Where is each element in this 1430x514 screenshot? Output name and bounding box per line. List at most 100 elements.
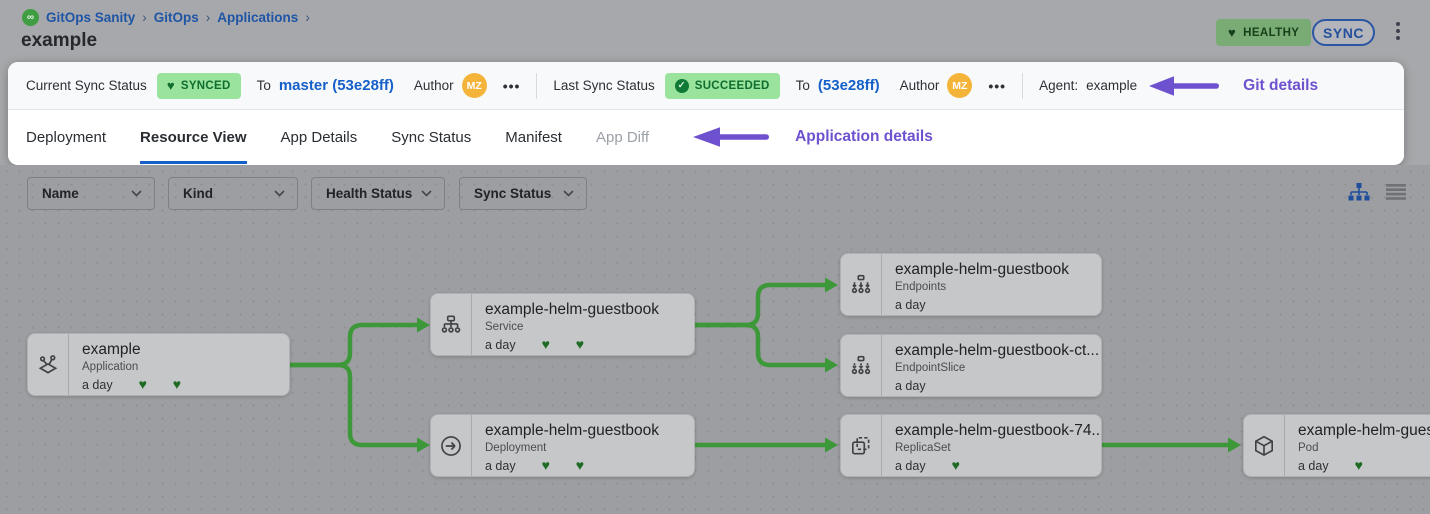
filter-sync-label: Sync Status <box>474 186 552 201</box>
breadcrumb-item-account[interactable]: GitOps Sanity <box>46 10 136 25</box>
succeeded-badge-label: SUCCEEDED <box>694 79 770 92</box>
chevron-down-icon <box>131 190 142 197</box>
page-title: example <box>21 30 98 51</box>
graph-node-endpointslice[interactable]: example-helm-guestbook-ct... EndpointSli… <box>840 334 1102 397</box>
divider <box>1022 72 1024 99</box>
health-heart-icons: ♥ ♥ <box>541 457 585 473</box>
filter-health-status-dropdown[interactable]: Health Status <box>311 177 445 210</box>
pod-icon <box>1244 415 1285 476</box>
check-icon: ✓ <box>674 78 689 93</box>
breadcrumb-item-gitops[interactable]: GitOps <box>153 10 199 25</box>
node-age: a day <box>1298 459 1329 473</box>
graph-node-pod[interactable]: example-helm-guest Pod a day ♥ <box>1243 414 1430 477</box>
kebab-menu-icon[interactable] <box>1392 22 1404 40</box>
node-title: example-helm-guestbook-74... <box>895 422 1101 439</box>
chevron-down-icon <box>563 190 574 197</box>
health-heart-icons: ♥ <box>951 457 960 473</box>
breadcrumb-separator: › <box>142 10 147 25</box>
tab-sync-status[interactable]: Sync Status <box>391 128 472 146</box>
graph-node-endpoints[interactable]: example-helm-guestbook Endpoints a day <box>840 253 1102 316</box>
tab-manifest[interactable]: Manifest <box>505 128 562 146</box>
tab-deployment[interactable]: Deployment <box>26 128 107 146</box>
breadcrumb-separator: › <box>305 10 310 25</box>
app-header-card: Current Sync Status ♥ SYNCED To master (… <box>8 62 1404 165</box>
node-age: a day <box>485 338 516 352</box>
more-options-icon[interactable]: ••• <box>502 77 521 94</box>
node-age: a day <box>895 459 926 473</box>
application-details-annotation: Application details <box>795 128 933 145</box>
node-age: a day <box>895 298 926 312</box>
filter-kind-dropdown[interactable]: Kind <box>168 177 298 210</box>
node-kind: ReplicaSet <box>895 442 951 454</box>
endpoints-icon <box>841 254 882 315</box>
tab-resource-view[interactable]: Resource View <box>140 110 247 164</box>
graph-node-service[interactable]: example-helm-guestbook Service a day ♥ ♥ <box>430 293 695 356</box>
breadcrumb-item-applications[interactable]: Applications <box>217 10 299 25</box>
tab-app-details[interactable]: App Details <box>280 128 358 146</box>
more-options-icon[interactable]: ••• <box>988 77 1007 94</box>
node-kind: Endpoints <box>895 281 947 293</box>
agent-label: Agent: <box>1039 78 1079 93</box>
node-kind: Pod <box>1298 442 1319 454</box>
node-title: example-helm-guestbook <box>895 261 1070 278</box>
node-title: example-helm-guest <box>1298 422 1430 439</box>
health-heart-icons: ♥ ♥ <box>138 376 182 392</box>
replicaset-icon <box>841 415 882 476</box>
breadcrumb-separator: › <box>205 10 211 25</box>
filter-name-label: Name <box>42 186 79 201</box>
tab-bar: Deployment Resource View App Details Syn… <box>8 110 1404 164</box>
author-label: Author <box>413 78 454 93</box>
tab-app-diff[interactable]: App Diff <box>595 128 650 146</box>
filter-sync-status-dropdown[interactable]: Sync Status <box>459 177 587 210</box>
author-avatar: MZ <box>461 73 487 98</box>
synced-badge-label: SYNCED <box>180 79 231 92</box>
filter-health-label: Health Status <box>326 186 413 201</box>
breadcrumb: ∞ GitOps Sanity › GitOps › Applications … <box>22 9 310 26</box>
node-kind: EndpointSlice <box>895 362 966 374</box>
resource-graph-canvas: Name Kind Health Status Sync Status <box>0 165 1430 514</box>
synced-badge: ♥ SYNCED <box>156 72 241 99</box>
application-icon <box>28 334 69 395</box>
health-heart-icons: ♥ <box>1354 457 1363 473</box>
node-title: example-helm-guestbook <box>485 422 660 439</box>
current-sync-status-label: Current Sync Status <box>26 78 147 93</box>
graph-node-deployment[interactable]: example-helm-guestbook Deployment a day ♥… <box>430 414 695 477</box>
health-heart-icons: ♥ ♥ <box>541 336 585 352</box>
node-title: example-helm-guestbook-ct... <box>895 342 1100 359</box>
node-title: example <box>82 341 141 358</box>
node-age: a day <box>895 379 926 393</box>
node-kind: Service <box>485 321 524 333</box>
health-status-badge: ♥ HEALTHY <box>1216 19 1312 46</box>
deployment-icon <box>431 415 472 476</box>
gitops-logo-icon: ∞ <box>22 9 39 26</box>
agent-value: example <box>1086 78 1138 93</box>
sync-button[interactable]: SYNC <box>1312 19 1375 46</box>
current-revision-link[interactable]: master (53e28ff) <box>278 77 394 94</box>
graph-edges <box>290 277 1241 453</box>
author-label: Author <box>899 78 940 93</box>
tree-view-toggle-icon[interactable] <box>1348 183 1370 201</box>
health-badge-label: HEALTHY <box>1243 26 1300 39</box>
service-icon <box>431 294 472 355</box>
filter-kind-label: Kind <box>183 186 213 201</box>
last-revision-link[interactable]: (53e28ff) <box>817 77 880 94</box>
node-kind: Deployment <box>485 442 547 454</box>
graph-node-application[interactable]: example Application a day♥ ♥ <box>27 333 290 396</box>
node-age: a day <box>82 378 113 392</box>
annotation-arrow-left-icon <box>693 127 770 147</box>
chevron-down-icon <box>421 190 432 197</box>
filter-name-dropdown[interactable]: Name <box>27 177 155 210</box>
graph-node-replicaset[interactable]: example-helm-guestbook-74... ReplicaSet … <box>840 414 1102 477</box>
node-age: a day <box>485 459 516 473</box>
annotation-arrow-left-icon <box>1149 75 1220 96</box>
heart-icon: ♥ <box>1228 25 1237 40</box>
node-title: example-helm-guestbook <box>485 301 660 318</box>
chevron-down-icon <box>274 190 285 197</box>
list-view-toggle-icon[interactable] <box>1386 184 1406 200</box>
divider <box>536 72 538 99</box>
to-label: To <box>795 78 810 93</box>
author-avatar: MZ <box>947 73 973 98</box>
git-details-annotation: Git details <box>1243 76 1319 94</box>
succeeded-badge: ✓ SUCCEEDED <box>664 72 780 99</box>
